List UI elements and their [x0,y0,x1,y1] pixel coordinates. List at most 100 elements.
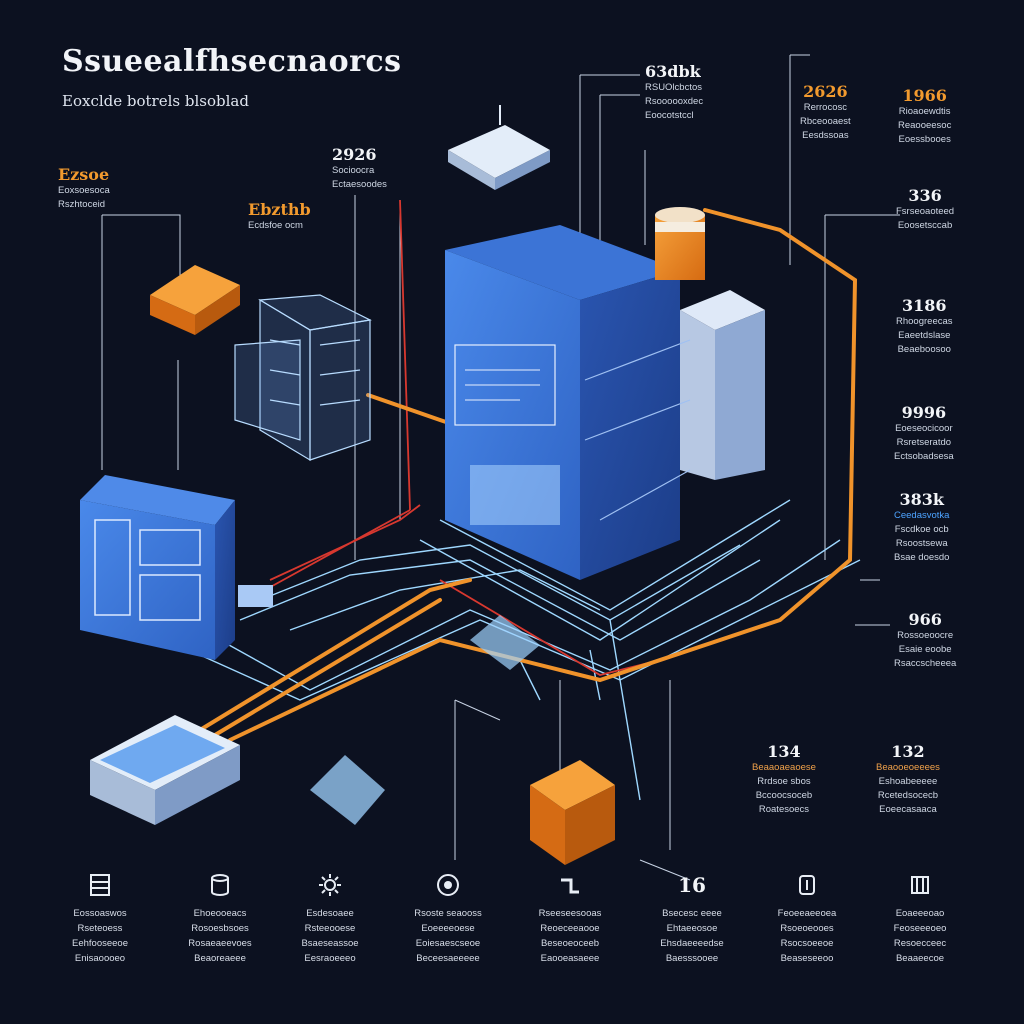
callout-line: Rhoogreecas [896,316,953,327]
callout-line: Rerrocosc [803,102,847,113]
item-line: Ehsdaeeeedse [660,938,724,949]
bottom-item-count: 16 Bsecesc eeee Ehtaeeosoe Ehsdaeeeedse … [640,872,744,966]
item-line: Rosaeaeevoes [188,938,252,949]
database-icon [211,874,229,896]
callout-value: Ezsoe [58,165,110,184]
item-line: Rsteeooese [304,923,356,934]
callout-line: Ecdsfoe ocm [248,220,303,231]
mid-callout-b: Ebzthb Ecdsfoe ocm [248,200,311,233]
gear-icon [319,874,341,896]
control-cabinet [80,475,273,660]
callout-line: Fscdkoe ocb [894,524,949,535]
right-callout-4: 383k Ceedasvotka Fscdkoe ocb Rsoostsewa … [894,490,949,565]
item-line: Rsoeoeooes [780,923,834,934]
callout-line: Eshoabeeeee [878,776,938,787]
item-line: Eoaeeeoao [895,908,945,919]
item-line: Feoseeeoeo [893,923,947,934]
item-line: Beaaeecoe [895,953,945,964]
callout-line: Eoocotstccl [645,110,694,121]
callout-value: 63dbk [645,62,701,81]
item-line: Enisaoooeo [74,953,126,964]
item-line: Esdesoaee [306,908,354,919]
output-box [530,760,615,865]
callout-line: Bccoocsoceb [755,790,813,801]
item-line: Rsoste seaooss [414,908,482,919]
item-line: Beaseseeoo [780,953,834,964]
item-line: Reoeceeaooe [540,923,600,934]
bottom-item-tank: Feoeeaeeoea Rsoeoeooes Rsocsoeeoe Beases… [755,872,859,966]
callout-line: Bsae doesdo [894,552,950,563]
orange-pipes [198,208,858,742]
input-device [90,715,240,825]
callout-line: Reaooeesoc [898,120,952,131]
main-processing-unit [445,225,765,580]
item-line: Eesraoeeeo [304,953,356,964]
item-line: Resoecceec [893,938,947,949]
item-line: Beseoeoceeb [540,938,600,949]
item-line: Bsaeseassoe [301,938,359,949]
callout-line: Eesdssoas [802,130,849,141]
pipe-icon [561,878,579,894]
callout-value: 383k [899,490,944,509]
callout-value: 2926 [332,145,377,164]
item-line: Eehfooseeoe [72,938,128,949]
tank-icon [799,875,815,895]
item-line: Ehtaeeosoe [666,923,718,934]
item-line: Feoeeaeeoea [777,908,837,919]
callout-line: Rbceooaest [800,116,851,127]
circuit-wires [199,499,861,801]
item-line: Rseeseesooas [538,908,602,919]
callout-line: Esaie eoobe [898,644,952,655]
callout-line: Roatesoecs [758,804,810,815]
item-line: Baesssooee [665,953,719,964]
callout-line: Eaeetdslase [898,330,951,341]
bottom-item-valve: Eoaeeeoao Feoseeeoeo Resoecceec Beaaeeco… [868,872,972,966]
top-callout: 63dbk RSUOlcbctos Rsoooooxdec Eoocotstcc… [645,62,703,123]
callout-value: 132 [891,742,925,761]
callout-value: 3186 [901,296,947,315]
callout-line: Eoeseocicoor [895,423,953,434]
callout-line: Beaaoaeaoese [752,762,816,773]
network-icon [437,874,459,896]
callout-line: Fsrseoaoteed [896,206,955,217]
bottom-item-pipe: Rseeseesooas Reoeceeaooe Beseoeoceeb Eao… [518,872,622,966]
item-line: Bsecesc eeee [662,908,722,919]
callout-value: 2626 [803,82,848,101]
storage-tank [655,207,705,280]
callout-value: 1966 [902,86,947,105]
right-callout-1: 336 Fsrseoaoteed Eoosetsccab [896,186,954,233]
lower-callout-2: 132 Beaooeoeeees Eshoabeeeee Rcetedsocec… [876,742,940,817]
item-line: Rosoesbsoes [191,923,249,934]
item-value: 16 [678,873,706,897]
leader-lines [101,54,900,881]
item-line: Ehoeooeacs [193,908,247,919]
diagram-title: Ssueealfhsecnaorcs [62,44,402,79]
item-line: Rsocsoeeoe [780,938,834,949]
callout-line: Eoeecasaaca [879,804,937,815]
callout-line: Eoosetsccab [897,220,953,231]
callout-line: Rossoeoocre [897,630,954,641]
bottom-item-gear: Esdesoaee Rsteeooese Bsaeseassoe Eesraoe… [278,872,382,966]
callout-line: Ectsobadsesa [894,451,954,462]
orange-module [150,265,240,335]
item-line: Rseteoess [77,923,123,934]
callout-line: Rszhtoceid [58,199,105,210]
lower-callout-1: 134 Beaaoaeaoese Rrdsoe sbos Bccoocsoceb… [752,742,816,817]
bottom-item-network: Rsoste seaooss Eoeeeeoese Eoiesaescseoe … [396,872,500,966]
callout-line: Beaeboosoo [897,344,951,355]
top-module [448,105,550,190]
callout-value: Ebzthb [248,200,311,219]
callout-line: Rsretseratdo [896,437,952,448]
callout-line: Beaooeoeeees [876,762,940,773]
callout-line: Socioocra [332,165,375,176]
glass-server-rack [234,294,372,462]
mid-callout-a: 2926 Socioocra Ectaesoodes [332,145,387,192]
diagram-subtitle: Eoxclde botrels blsoblad [62,92,249,110]
right-callout-3: 9996 Eoeseocicoor Rsretseratdo Ectsobads… [894,403,954,464]
right-callout-5: 966 Rossoeoocre Esaie eoobe Rsaccscheeea [894,610,956,671]
callout-line: RSUOlcbctos [645,82,703,93]
callout-line: Rsoostsewa [895,538,948,549]
left-callout: Ezsoe Eoxsoesoca Rszhtoceid [58,165,110,212]
item-line: Eoeeeeoese [421,923,475,934]
